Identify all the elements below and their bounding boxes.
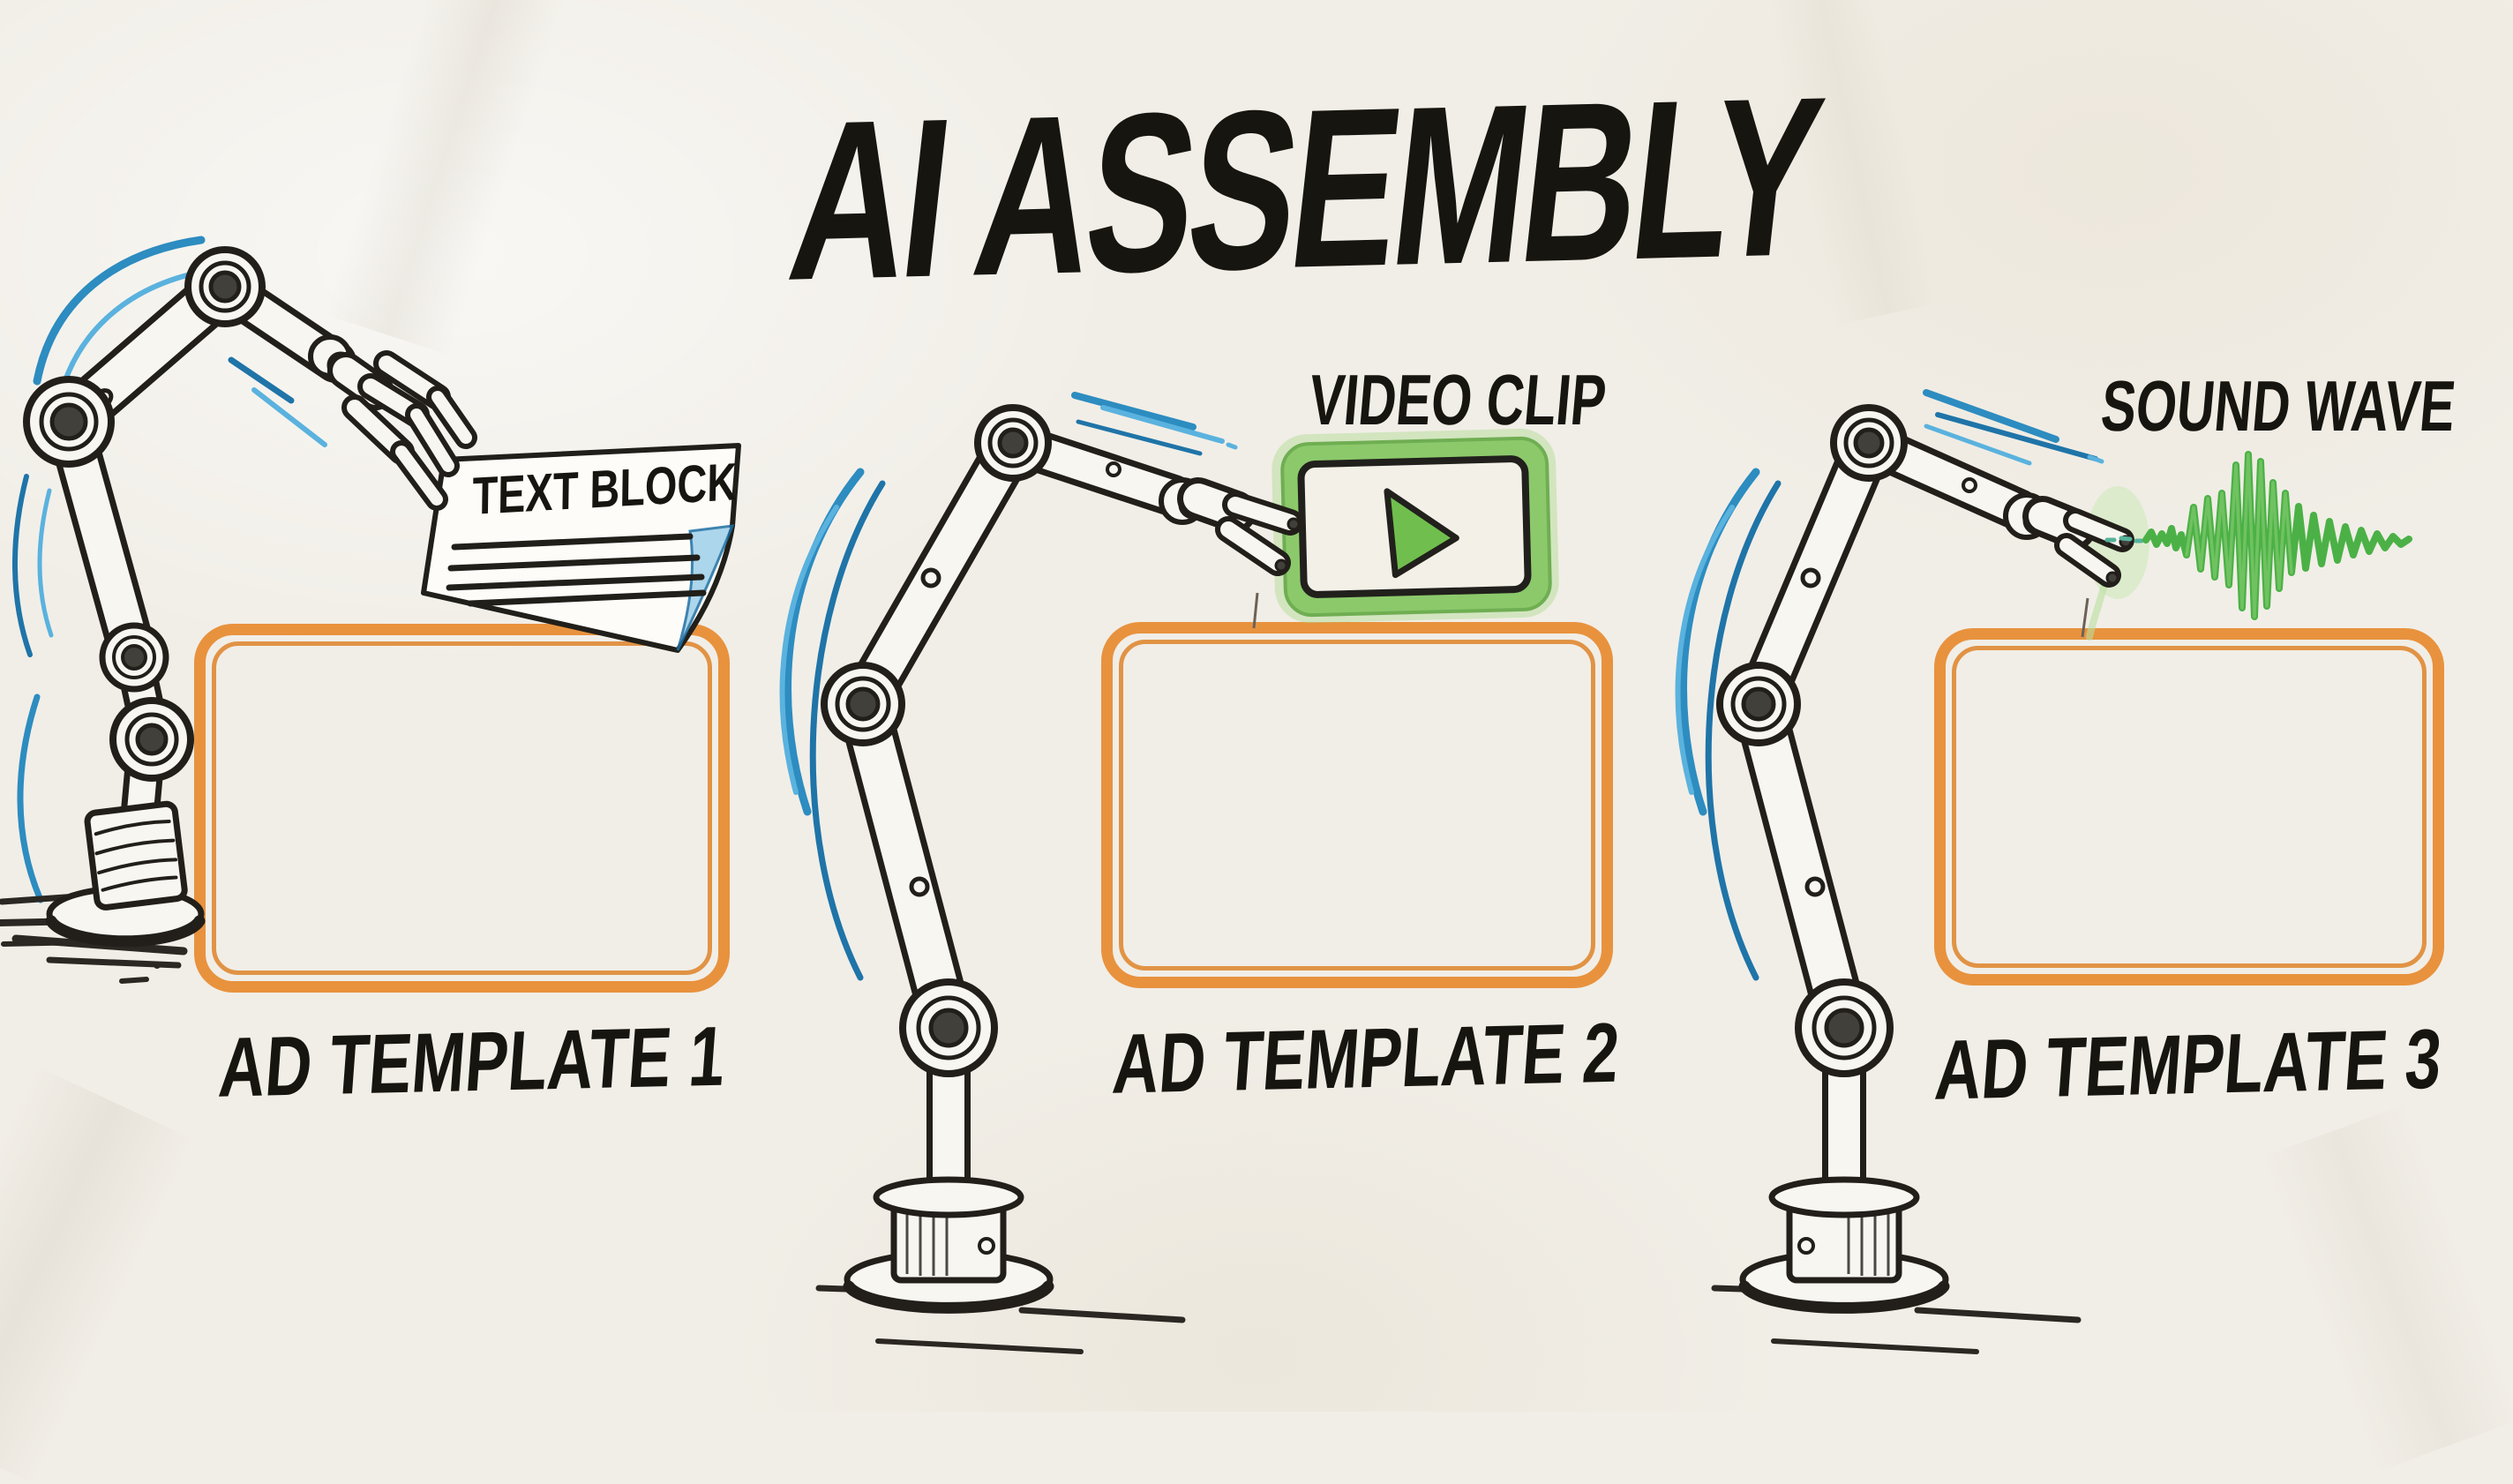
- motion-lines: [11, 236, 327, 903]
- arm-joints: [821, 404, 1052, 1077]
- ruled-lines-icon: [446, 533, 707, 607]
- sketch-art: [0, 236, 2412, 1354]
- ad-template-3-label: AD TEMPLATE 3: [1932, 1012, 2445, 1118]
- video-clip-label: VIDEO CLIP: [1306, 359, 1610, 440]
- motion-lines: [1675, 389, 2104, 981]
- gripper: [1159, 477, 1303, 629]
- waveform-icon: [2104, 451, 2412, 620]
- ad-template-3-frame: [1934, 628, 2444, 986]
- sound-wave-label: SOUND WAVE: [2097, 365, 2459, 446]
- page-title: AI ASSEMBLY: [779, 50, 1829, 328]
- motion-lines: [779, 392, 1238, 981]
- ad-template-1-label: AD TEMPLATE 1: [215, 1009, 729, 1115]
- text-block-paper: [421, 443, 741, 653]
- arm-links: [1732, 418, 2040, 1054]
- robot-base: [843, 1041, 1054, 1314]
- ad-template-2-label: AD TEMPLATE 2: [1109, 1006, 1623, 1112]
- gripper: [2003, 492, 2134, 638]
- arm-joints: [1716, 404, 1908, 1077]
- ad-template-2-frame: [1101, 622, 1613, 988]
- play-icon: [1384, 488, 1459, 579]
- arm-links: [836, 418, 1195, 1054]
- robot-arm-2: [779, 392, 1559, 1354]
- gripper: [327, 350, 477, 511]
- arm-joints: [23, 246, 355, 782]
- robot-base: [45, 723, 206, 948]
- robot-base: [1738, 1041, 1950, 1314]
- robot-arm-1: [0, 236, 741, 984]
- video-clip-card: [1272, 428, 1559, 624]
- robot-arm-3: [1675, 389, 2412, 1354]
